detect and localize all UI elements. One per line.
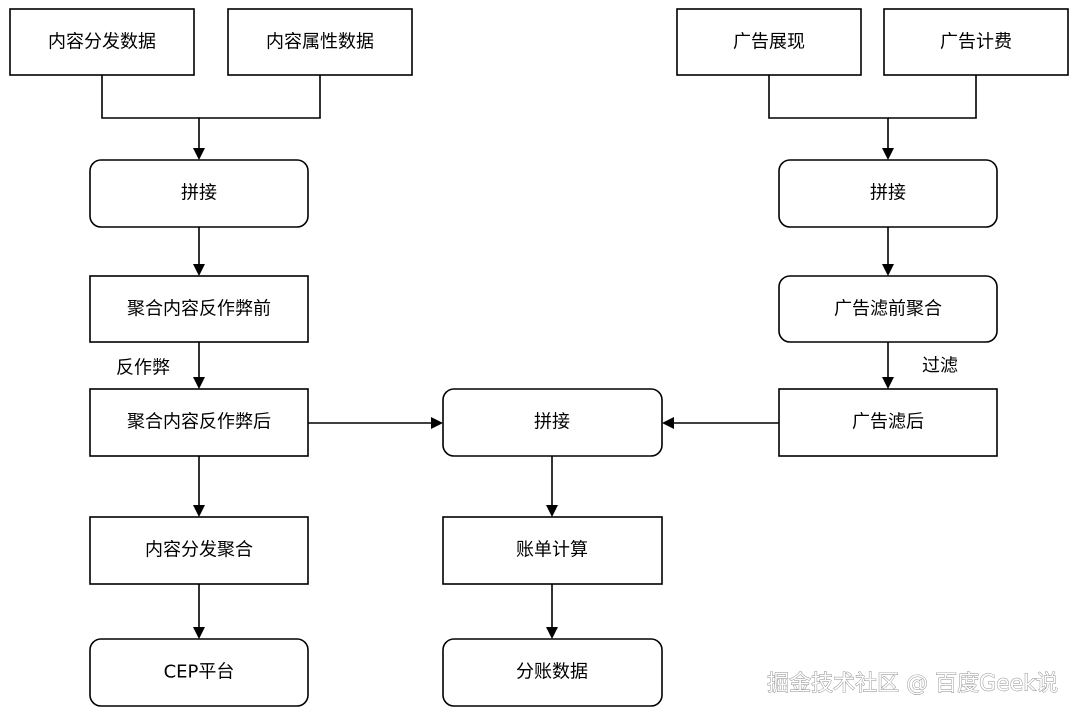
arrowhead bbox=[193, 264, 205, 276]
node-label: 广告展现 bbox=[733, 32, 805, 53]
node-content-distribution-data: 内容分发数据 bbox=[9, 8, 195, 76]
node-content-attribute-data: 内容属性数据 bbox=[227, 8, 413, 76]
watermark: 掘金技术社区 @ 百度Geek说 bbox=[767, 672, 1058, 697]
arrowhead bbox=[662, 417, 674, 429]
arrowhead bbox=[193, 505, 205, 517]
node-post-anticheat-aggregation: 聚合内容反作弊后 bbox=[89, 388, 309, 457]
node-label: 拼接 bbox=[870, 183, 906, 204]
arrowhead bbox=[431, 417, 443, 429]
node-label: 广告滤后 bbox=[852, 412, 924, 433]
node-label: 聚合内容反作弊前 bbox=[127, 299, 271, 320]
node-center-join: 拼接 bbox=[442, 388, 663, 457]
node-bill-calculation: 账单计算 bbox=[442, 516, 663, 585]
edge-label-filter: 过滤 bbox=[922, 356, 958, 377]
edge-content-distribution-to-left-join bbox=[101, 75, 200, 152]
arrowhead bbox=[882, 148, 894, 160]
node-label: 内容分发聚合 bbox=[145, 540, 253, 561]
node-label: 账单计算 bbox=[516, 540, 588, 561]
node-ad-filtered: 广告滤后 bbox=[778, 388, 998, 457]
node-label: 内容分发数据 bbox=[48, 32, 156, 53]
node-label: 分账数据 bbox=[516, 662, 588, 683]
node-label: CEP平台 bbox=[164, 662, 235, 683]
arrowhead bbox=[193, 627, 205, 639]
node-label: 广告计费 bbox=[940, 32, 1012, 53]
node-left-join: 拼接 bbox=[89, 159, 309, 228]
node-cep-platform: CEP平台 bbox=[89, 638, 309, 707]
node-content-distribution-aggregation: 内容分发聚合 bbox=[89, 516, 309, 585]
node-label: 拼接 bbox=[181, 183, 217, 204]
arrowhead bbox=[882, 264, 894, 276]
node-label: 广告滤前聚合 bbox=[834, 299, 942, 320]
edge-ad-billing-to-right-join bbox=[888, 75, 977, 119]
arrowhead bbox=[882, 377, 894, 389]
arrowhead bbox=[546, 627, 558, 639]
edge-ad-impression-to-right-join bbox=[768, 75, 889, 152]
arrowhead bbox=[193, 377, 205, 389]
edges bbox=[101, 75, 977, 639]
node-ad-impression: 广告展现 bbox=[676, 8, 862, 76]
node-label: 内容属性数据 bbox=[266, 32, 374, 53]
node-label: 拼接 bbox=[534, 412, 570, 433]
node-right-join: 拼接 bbox=[778, 159, 998, 228]
edge-content-attribute-to-left-join bbox=[199, 75, 321, 119]
arrowhead bbox=[193, 148, 205, 160]
node-ad-billing: 广告计费 bbox=[883, 8, 1069, 76]
edge-label-anticheat: 反作弊 bbox=[116, 358, 170, 379]
node-ad-prefilter-aggregation: 广告滤前聚合 bbox=[778, 275, 998, 343]
arrowhead bbox=[546, 505, 558, 517]
node-label: 聚合内容反作弊后 bbox=[127, 412, 271, 433]
node-split-account-data: 分账数据 bbox=[442, 638, 663, 707]
node-pre-anticheat-aggregation: 聚合内容反作弊前 bbox=[89, 275, 309, 343]
